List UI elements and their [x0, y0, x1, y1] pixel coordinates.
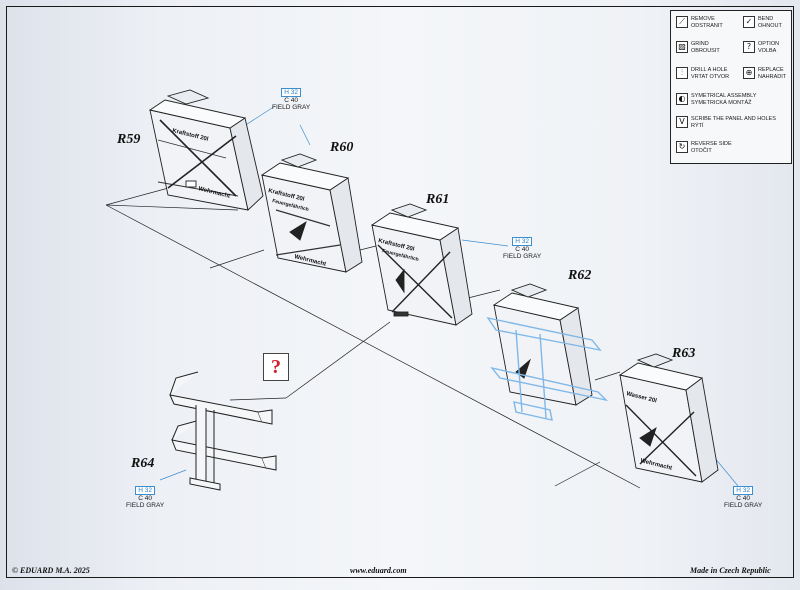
grind-icon: ▨ [676, 41, 688, 53]
color-desc: FIELD GRAY [272, 104, 311, 111]
color-code: H 32 [135, 486, 155, 495]
legend-item-replace: ⊕ REPLACE NAHRADIT [743, 67, 786, 80]
guide-line [105, 204, 239, 211]
reverse-icon: ↻ [676, 141, 688, 153]
color-code: H 32 [733, 486, 753, 495]
color-name: C 40 [515, 246, 529, 253]
part-label-r63: R63 [672, 346, 696, 361]
guide-line [105, 204, 641, 489]
color-name: C 40 [138, 495, 152, 502]
color-name: C 40 [736, 495, 750, 502]
legend-item-bend: ✓ BEND OHNOUT [743, 16, 782, 29]
color-code: H 32 [512, 237, 532, 246]
legend-item-grind: ▨ GRIND OBROUSIT [676, 41, 720, 54]
legend-item-remove: ⟋ REMOVE ODSTRANIT [676, 16, 723, 29]
legend-label: REVERSE SIDE OTOČIT [691, 141, 732, 154]
jerrycan-r60 [260, 153, 363, 273]
symmetrical-icon: ◐ [676, 93, 688, 105]
legend-label: OPTION VOLBA [758, 41, 780, 54]
part-label-r64: R64 [131, 456, 155, 471]
color-callout: H 32 C 40 FIELD GRAY [503, 237, 541, 260]
part-label-r60: R60 [330, 140, 354, 155]
drill-icon: ⫶ [676, 67, 688, 79]
bracket-r62-highlight [486, 316, 609, 421]
color-callout: H 32 C 40 FIELD GRAY [724, 486, 762, 509]
legend-item-drill: ⫶ DRILL A HOLE VRTAT OTVOR [676, 67, 729, 80]
legend-item-reverse: ↻ REVERSE SIDE OTOČIT [676, 141, 732, 154]
footer-origin: Made in Czech Republic [690, 566, 771, 575]
footer-copyright: © EDUARD M.A. 2025 [12, 566, 90, 575]
legend-label: BEND OHNOUT [758, 16, 782, 29]
color-code: H 32 [281, 88, 301, 97]
color-desc: FIELD GRAY [126, 502, 165, 509]
color-name: C 40 [284, 97, 298, 104]
question-mark-box: ? [263, 353, 289, 381]
legend-item-symmetrical: ◐ SYMETRICAL ASSEMBLY SYMETRICKÁ MONTÁŽ [676, 93, 756, 106]
color-desc: FIELD GRAY [724, 502, 763, 509]
part-label-r62: R62 [568, 268, 592, 283]
jerrycan-r61 [370, 203, 473, 326]
jerrycan-r63 [618, 353, 719, 483]
legend-item-scribe: V SCRIBE THE PANEL AND HOLES RÝTÍ [676, 116, 776, 129]
legend-label: GRIND OBROUSIT [691, 41, 720, 54]
legend-label: SCRIBE THE PANEL AND HOLES RÝTÍ [691, 116, 776, 129]
option-icon: ? [743, 41, 755, 53]
footer-website[interactable]: www.eduard.com [350, 566, 407, 575]
legend-item-option: ? OPTION VOLBA [743, 41, 779, 54]
color-callout: H 32 C 40 FIELD GRAY [272, 88, 310, 111]
bracket-r64 [169, 371, 277, 491]
replace-icon: ⊕ [743, 67, 755, 79]
color-callout: H 32 C 40 FIELD GRAY [126, 486, 164, 509]
jerrycan-r59 [148, 89, 264, 211]
part-label-r59: R59 [117, 132, 141, 147]
scribe-icon: V [676, 116, 688, 128]
legend-label: SYMETRICAL ASSEMBLY SYMETRICKÁ MONTÁŽ [691, 93, 757, 106]
part-label-r61: R61 [426, 192, 450, 207]
jerrycan-r62 [492, 283, 593, 406]
sheet-frame [6, 6, 794, 578]
remove-icon: ⟋ [676, 16, 688, 28]
legend-box: ⟋ REMOVE ODSTRANIT ✓ BEND OHNOUT ▨ GRIND… [670, 10, 792, 164]
color-desc: FIELD GRAY [503, 253, 542, 260]
legend-label: REMOVE ODSTRANIT [691, 16, 723, 29]
legend-label: DRILL A HOLE VRTAT OTVOR [691, 67, 730, 80]
legend-label: REPLACE NAHRADIT [758, 67, 787, 80]
bend-icon: ✓ [743, 16, 755, 28]
